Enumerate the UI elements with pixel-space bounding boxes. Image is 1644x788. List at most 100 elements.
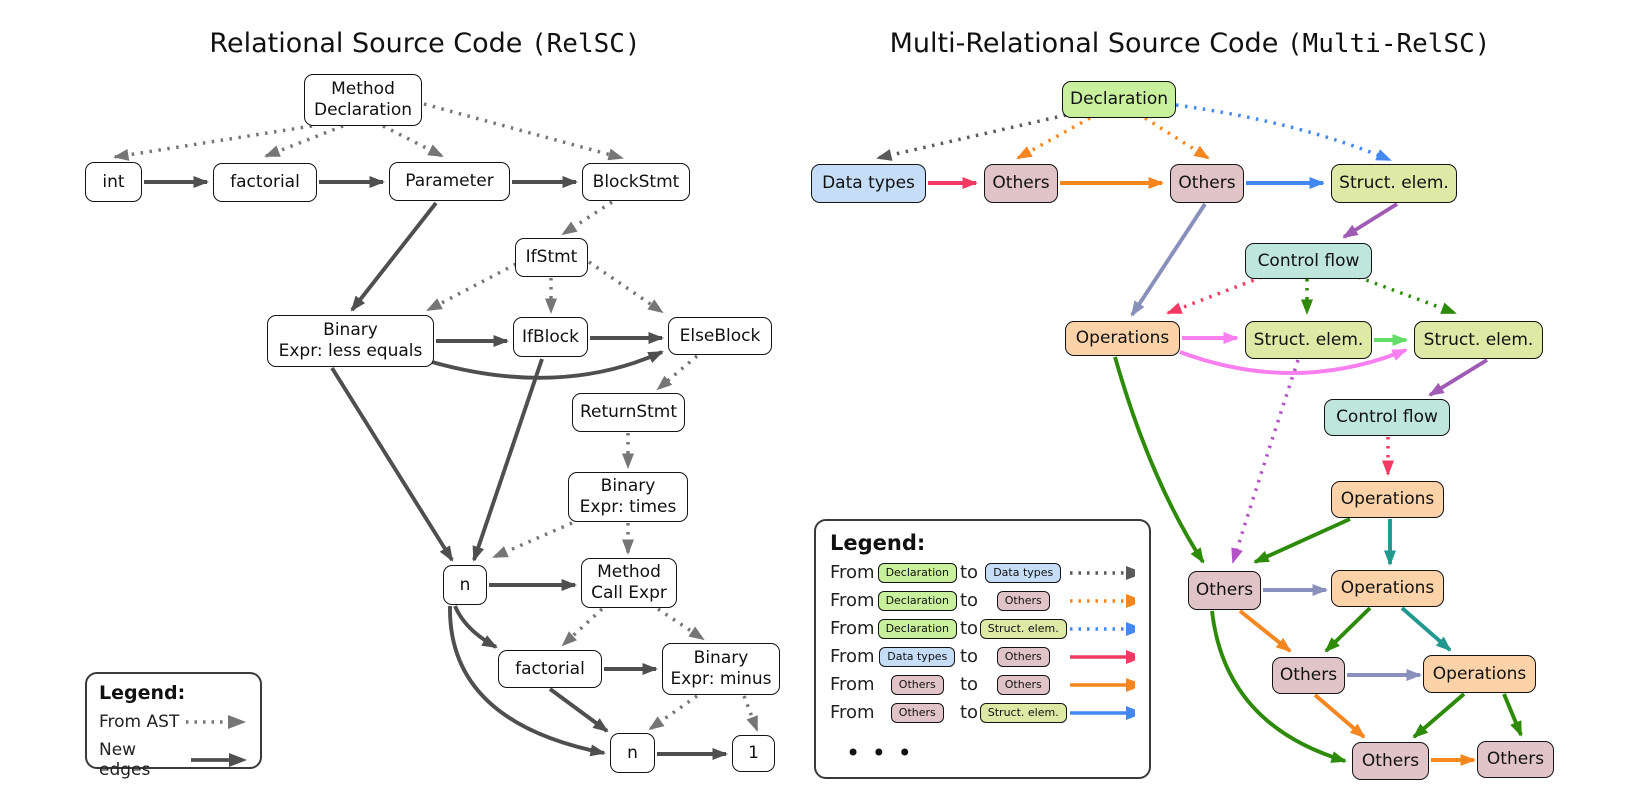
- legend-from-chip: Declaration: [877, 590, 957, 611]
- edge-declaration-others-b: [1144, 116, 1210, 160]
- node-label: n: [627, 742, 638, 763]
- node-label: IfStmt: [525, 247, 578, 268]
- edge-binary-times-n-1: [492, 521, 573, 559]
- edge-others-b-operations-1: [1130, 202, 1207, 317]
- dotted-arrow-icon: [1070, 593, 1135, 608]
- left-legend: Legend: From AST New edges: [85, 672, 262, 780]
- edge-method-declaration-int: [113, 124, 313, 161]
- edge-parameter-binary-less-equals: [350, 201, 438, 312]
- edge-method-declaration-blockstmt: [423, 102, 624, 161]
- legend-to-chip: Others: [996, 646, 1050, 667]
- right-title-text: Multi-Relational Source Code: [889, 28, 1279, 59]
- node-label: n: [459, 574, 471, 595]
- node-n-2: n: [610, 733, 655, 773]
- node-label: Others: [992, 173, 1050, 194]
- node-label: Call Expr: [591, 583, 667, 603]
- legend-row-from-ast: From AST: [99, 712, 248, 732]
- legend-to-word: to: [959, 590, 979, 611]
- node-operations-3: Operations: [1331, 570, 1444, 607]
- node-label: Control flow: [1336, 407, 1438, 428]
- node-label: Operations: [1340, 578, 1435, 599]
- node-operations-2: Operations: [1331, 481, 1444, 518]
- node-declaration: Declaration: [1062, 81, 1176, 118]
- dotted-arrow-icon: [1070, 621, 1135, 636]
- legend-to-cell: Data types: [978, 562, 1068, 583]
- edge-struct-elem-c-control-flow-2: [1428, 358, 1489, 397]
- node-data-types: Data types: [811, 164, 926, 203]
- legend-from-chip: Declaration: [877, 618, 957, 639]
- node-others-b: Others: [1170, 164, 1244, 203]
- legend-from-cell: Others: [875, 674, 960, 695]
- left-legend-title: Legend:: [99, 682, 186, 704]
- edge-method-declaration-factorial-1: [264, 124, 344, 158]
- node-returnstmt: ReturnStmt: [572, 393, 685, 432]
- edge-blockstmt-ifstmt: [561, 200, 613, 236]
- node-label: Operations: [1340, 489, 1435, 510]
- node-label: Declaration: [313, 100, 412, 120]
- legend-to-cell: Others: [978, 646, 1068, 667]
- node-label: factorial: [515, 658, 585, 679]
- legend-from-word: From: [830, 674, 875, 695]
- legend-from-chip: Others: [890, 674, 944, 695]
- node-label: Control flow: [1257, 250, 1360, 271]
- node-label: Expr: times: [579, 497, 677, 517]
- edge-control-flow-1-struct-elem-c: [1357, 275, 1457, 315]
- solid-arrow-icon: [1070, 677, 1135, 692]
- legend-label: New edges: [99, 740, 151, 780]
- node-label: Others: [1195, 580, 1254, 601]
- left-diagram-title: Relational Source Code (RelSC): [160, 28, 690, 59]
- legend-to-word: to: [959, 702, 979, 723]
- node-struct-elem-a: Struct. elem.: [1331, 164, 1457, 203]
- node-factorial-1: factorial: [213, 163, 317, 202]
- node-label: Others: [1361, 750, 1420, 771]
- legend-from-word: From: [830, 618, 875, 639]
- legend-row-new-edges: New edges: [99, 740, 248, 780]
- right-legend-title: Legend:: [830, 531, 926, 555]
- node-label: Data types: [822, 173, 915, 194]
- legend-to-chip: Struct. elem.: [979, 618, 1067, 639]
- node-n-1: n: [443, 565, 487, 605]
- left-title-code: (RelSC): [531, 29, 641, 59]
- node-elseblock: ElseBlock: [668, 317, 772, 355]
- node-label: 1: [748, 743, 759, 764]
- node-label: BlockStmt: [592, 171, 680, 192]
- legend-from-word: From: [830, 646, 875, 667]
- node-label: Binary: [600, 476, 656, 497]
- solid-arrow-icon: [191, 753, 248, 767]
- edge-method-call-expr-binary-minus: [657, 607, 705, 641]
- legend-from-word: From: [830, 562, 875, 583]
- node-label: Declaration: [1069, 89, 1168, 110]
- node-others-e: Others: [1352, 742, 1429, 780]
- edge-ifstmt-binary-less-equals: [426, 262, 517, 312]
- node-operations-1: Operations: [1065, 321, 1180, 356]
- node-operations-4: Operations: [1423, 655, 1536, 693]
- solid-arrow-icon: [1070, 705, 1135, 720]
- legend-to-chip: Data types: [985, 562, 1062, 583]
- node-label: IfBlock: [522, 326, 579, 347]
- node-label: Others: [1279, 665, 1338, 686]
- node-control-flow-2: Control flow: [1324, 399, 1450, 436]
- legend-to-word: to: [959, 562, 979, 583]
- left-title-text: Relational Source Code: [209, 28, 523, 59]
- edge-operations-3-others-d: [1324, 606, 1372, 653]
- node-others-c: Others: [1188, 571, 1261, 610]
- legend-from-word: From: [830, 590, 875, 611]
- legend-from-cell: Data types: [875, 646, 960, 667]
- edge-struct-elem-a-control-flow-1: [1342, 202, 1399, 239]
- right-title-code: (Multi-RelSC): [1286, 29, 1491, 59]
- edge-operations-3-operations-4: [1400, 606, 1452, 652]
- legend-from-cell: Declaration: [875, 562, 960, 583]
- node-control-flow-1: Control flow: [1245, 243, 1372, 279]
- node-ifblock: IfBlock: [513, 317, 588, 357]
- node-one: 1: [732, 735, 775, 772]
- legend-from-cell: Others: [875, 702, 960, 723]
- node-label: Others: [1486, 749, 1545, 770]
